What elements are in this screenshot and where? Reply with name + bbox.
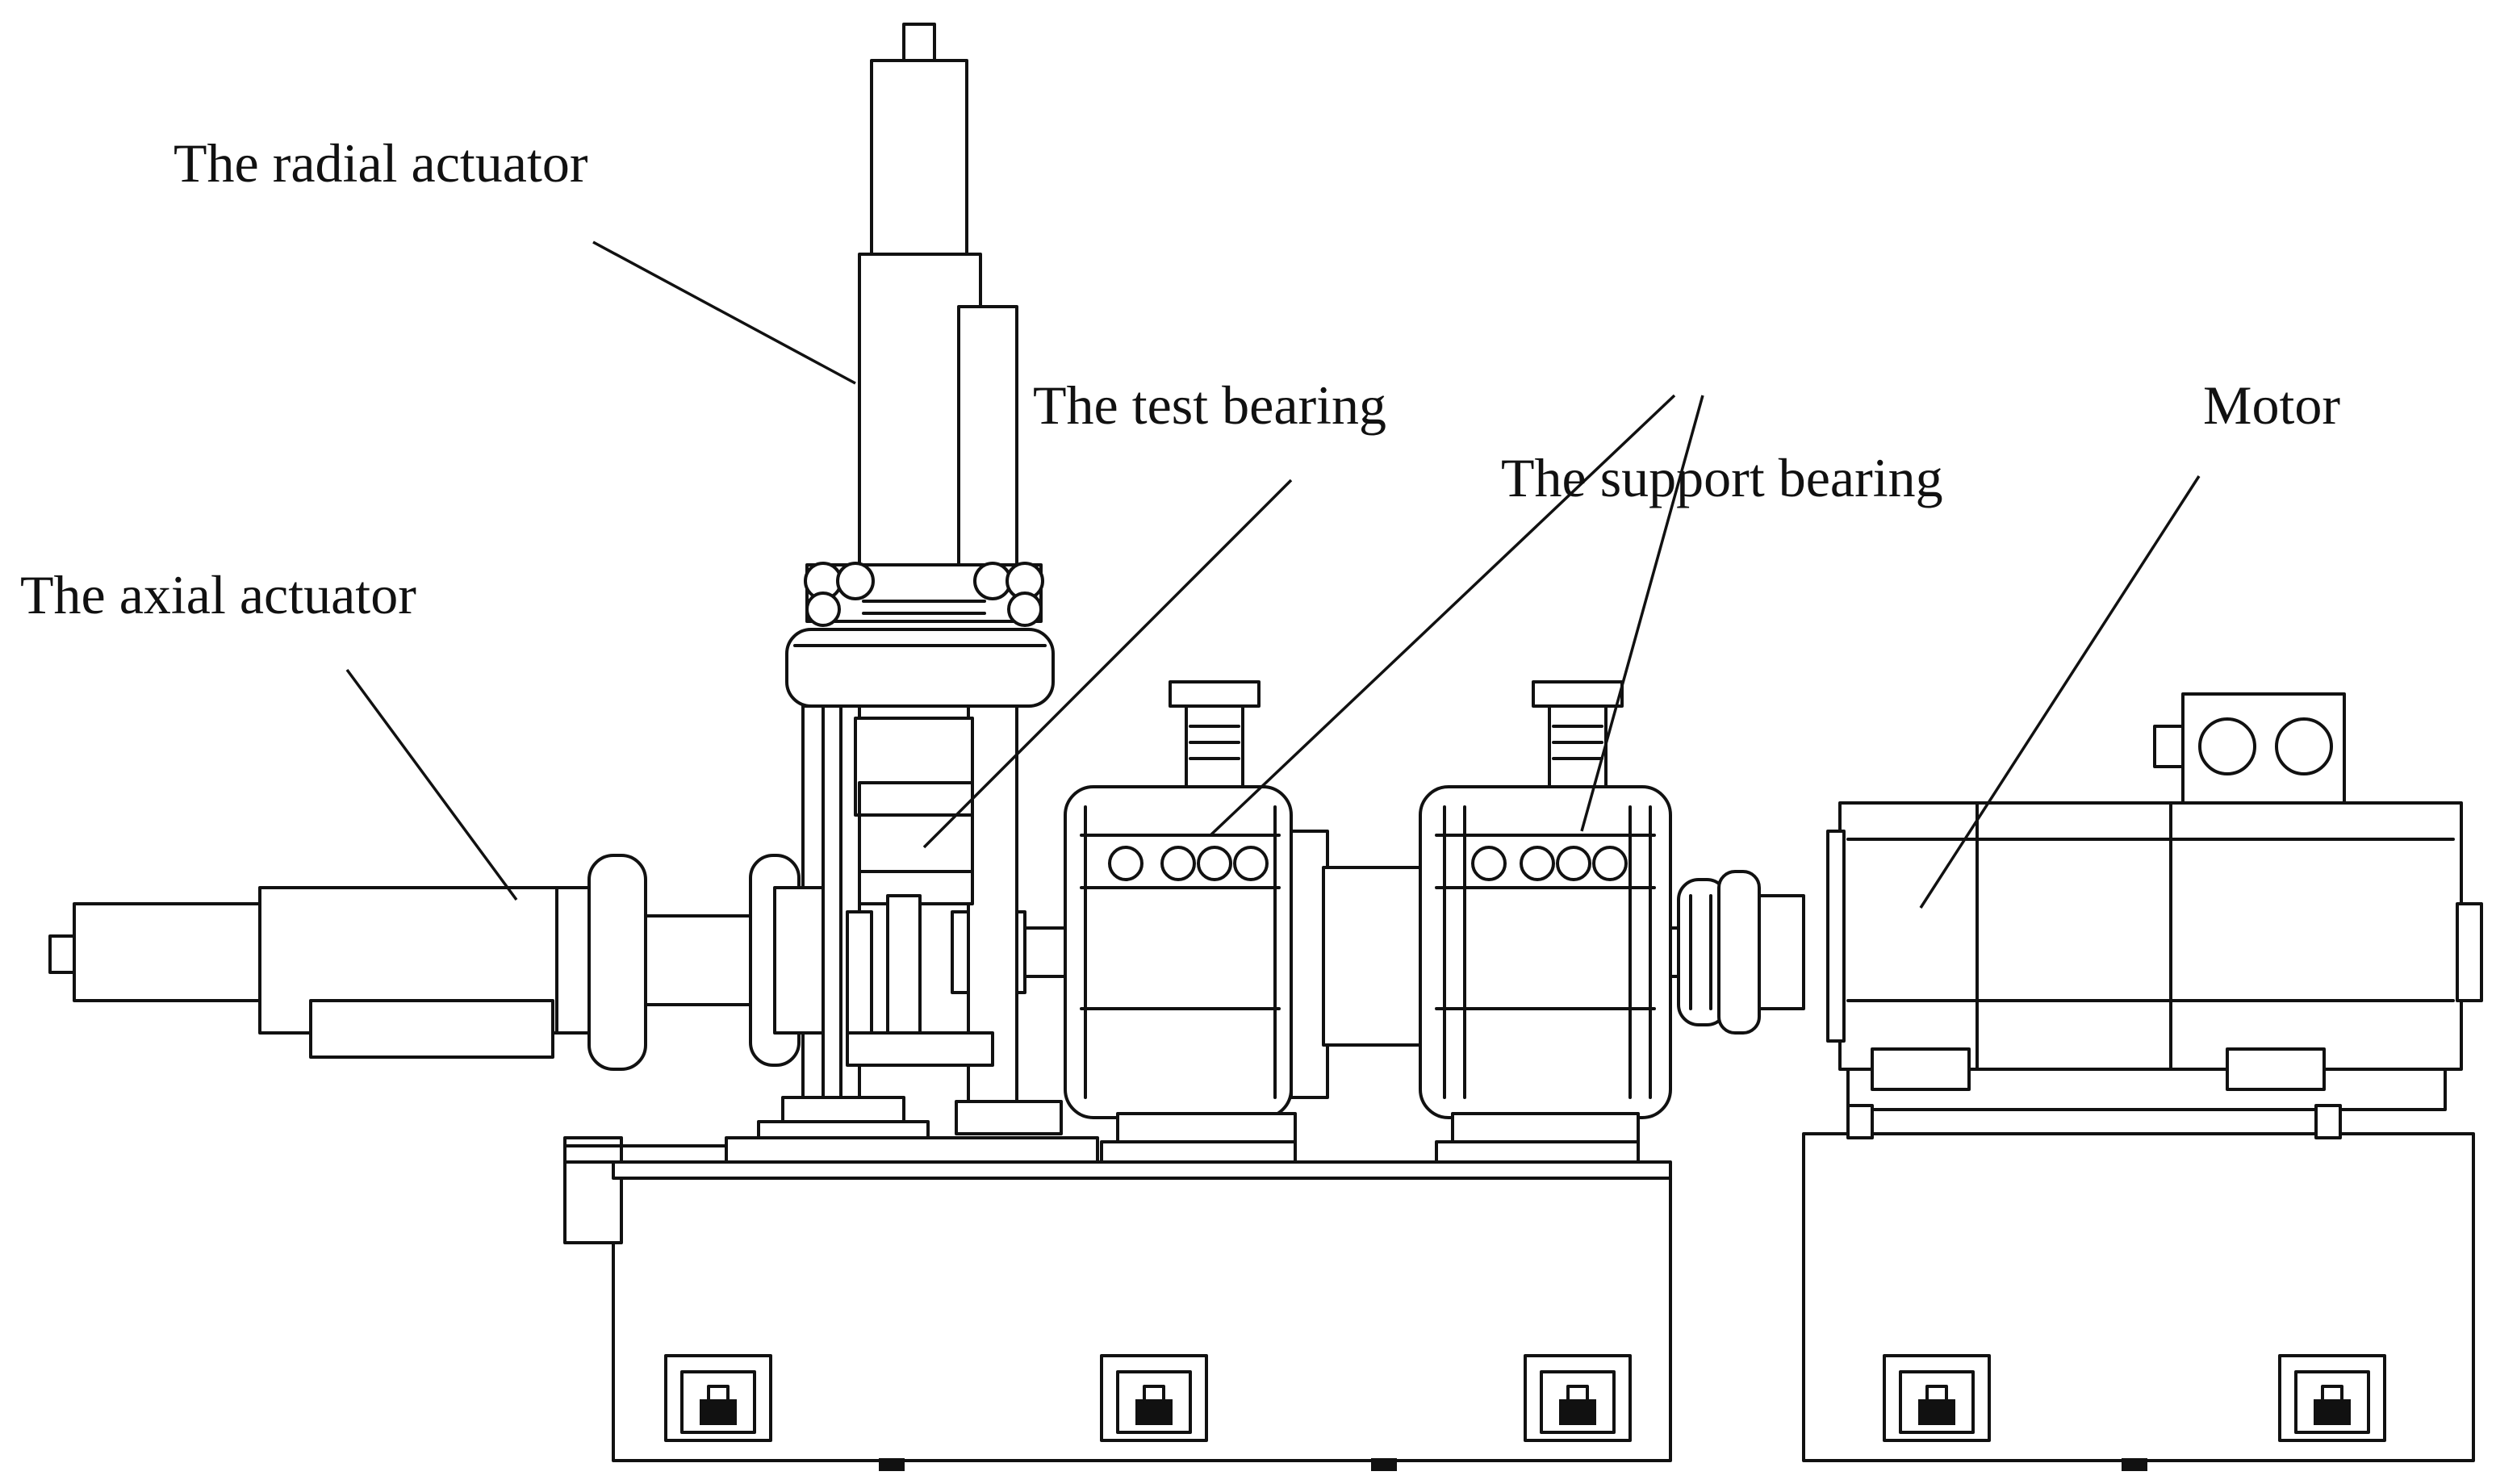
right-base-block bbox=[1802, 1132, 2475, 1471]
support-bearing-2 bbox=[1419, 680, 1672, 1164]
label-test-bearing: The test bearing bbox=[1033, 374, 1386, 436]
loading-frame bbox=[725, 704, 1099, 1164]
leader-axial-actuator bbox=[345, 668, 518, 901]
anchor-bolt-3 bbox=[1524, 1354, 1632, 1442]
axial-actuator bbox=[48, 854, 825, 1071]
label-axial-actuator: The axial actuator bbox=[20, 564, 416, 625]
anchor-bolt-5 bbox=[2278, 1354, 2386, 1442]
motor bbox=[1826, 692, 2483, 1139]
anchor-bolt-2 bbox=[1100, 1354, 1208, 1442]
radial-actuator bbox=[785, 23, 1055, 708]
leader-support-bearing-2 bbox=[1580, 395, 1704, 832]
left-base-block bbox=[563, 1136, 1672, 1471]
leader-radial-actuator bbox=[592, 240, 856, 385]
leader-test-bearing bbox=[922, 479, 1293, 849]
label-motor: Motor bbox=[2203, 374, 2340, 436]
support-bearing-1 bbox=[1064, 680, 1430, 1164]
anchor-bolt-4 bbox=[1883, 1354, 1991, 1442]
coupling bbox=[1677, 870, 1805, 1035]
leader-lines bbox=[345, 240, 2201, 909]
anchor-bolt-1 bbox=[664, 1354, 772, 1442]
leader-support-bearing-1 bbox=[1209, 394, 1676, 837]
label-radial-actuator: The radial actuator bbox=[174, 132, 588, 194]
label-support-bearing: The support bearing bbox=[1501, 447, 1943, 508]
leader-motor bbox=[1919, 475, 2201, 909]
